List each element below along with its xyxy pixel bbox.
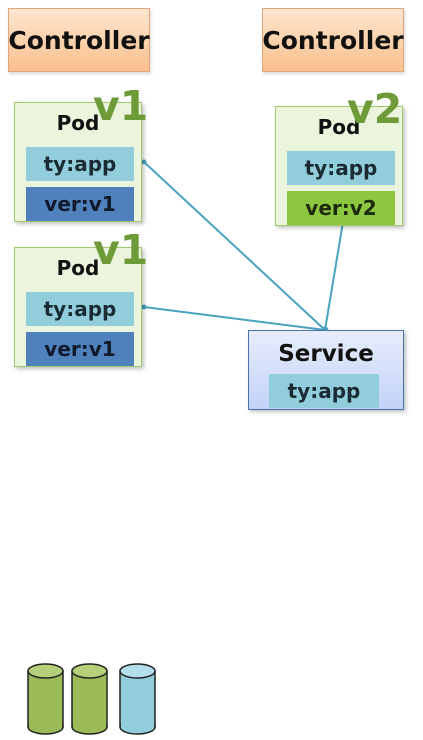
pod-box-1: Pod ty:app ver:v1 bbox=[14, 102, 142, 222]
pod-label-ty: ty:app bbox=[26, 147, 134, 181]
controller-label: Controller bbox=[8, 25, 150, 55]
connector-pod2-service bbox=[143, 306, 326, 331]
pod-box-2: Pod ty:app ver:v1 bbox=[14, 247, 142, 367]
pod-label-ver: ver:v1 bbox=[26, 187, 134, 221]
pod-label-ty: ty:app bbox=[287, 151, 395, 185]
version-badge-pod3: v2 bbox=[347, 85, 403, 133]
pod-label-ver: ver:v1 bbox=[26, 332, 134, 366]
version-badge-pod2: v1 bbox=[93, 226, 149, 274]
pod-label-ty: ty:app bbox=[26, 292, 134, 326]
connector-dot-pod1 bbox=[141, 159, 147, 165]
pod-title: Pod bbox=[56, 111, 100, 135]
connector-dot-pod2 bbox=[141, 304, 147, 310]
service-title: Service bbox=[278, 341, 374, 367]
controller-box-left: Controller bbox=[8, 8, 150, 72]
pod-title: Pod bbox=[56, 256, 100, 280]
controller-box-right: Controller bbox=[262, 8, 404, 72]
green-cylinder-icon bbox=[71, 663, 108, 735]
blue-cylinder-icon bbox=[119, 663, 156, 735]
pod-box-3: Pod ty:app ver:v2 bbox=[275, 106, 403, 226]
service-box: Service ty:app bbox=[248, 330, 404, 410]
version-badge-pod1: v1 bbox=[93, 82, 149, 130]
service-selector-label: ty:app bbox=[269, 374, 379, 408]
pod-title: Pod bbox=[317, 115, 361, 139]
pod-label-ver: ver:v2 bbox=[287, 191, 395, 225]
connector-pod3-service bbox=[324, 221, 344, 331]
green-cylinder-icon bbox=[27, 663, 64, 735]
controller-label: Controller bbox=[262, 25, 404, 55]
storage-cylinders bbox=[27, 663, 156, 735]
